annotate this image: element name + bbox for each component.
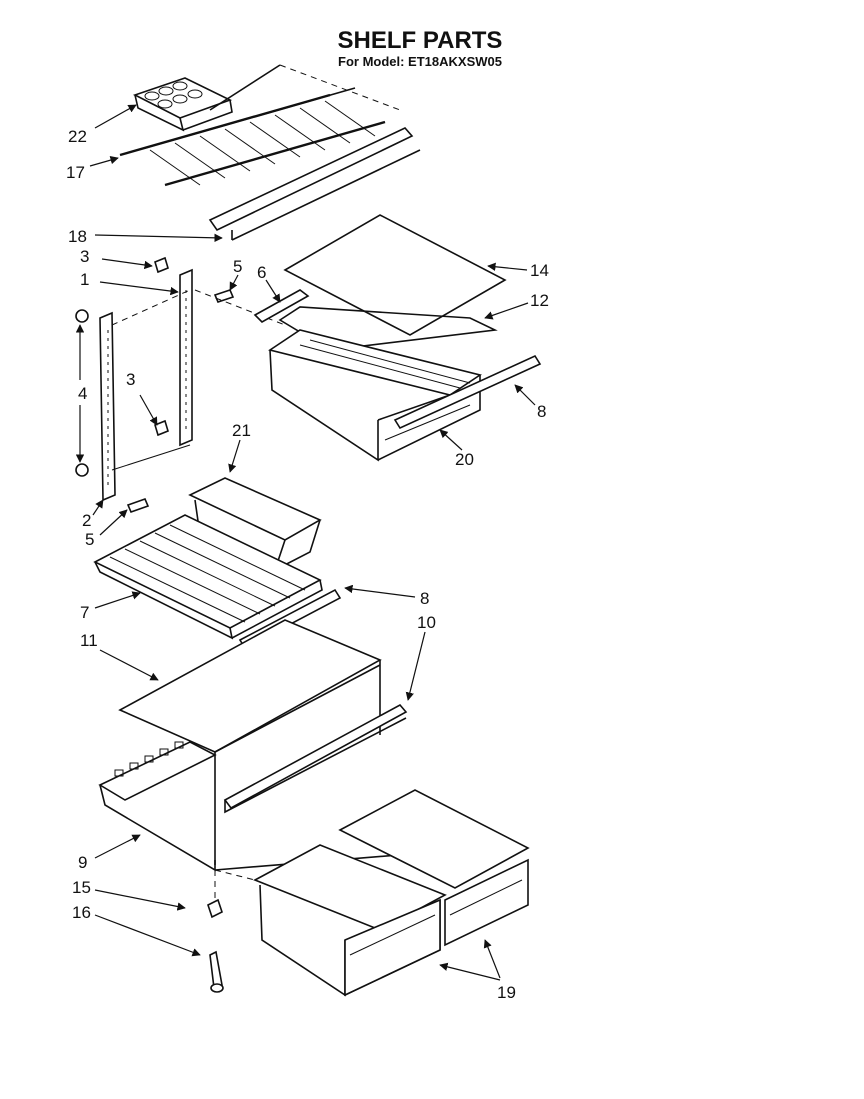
callout-5-top: 5 <box>233 257 242 276</box>
part-middle-shelf <box>93 477 342 650</box>
callout-8-top: 8 <box>537 402 546 421</box>
callout-7: 7 <box>80 603 89 622</box>
callout-2: 2 <box>82 511 91 530</box>
page-title: SHELF PARTS <box>338 27 503 54</box>
part-shelf-ladder-rails <box>75 256 286 514</box>
callout-5-bottom: 5 <box>85 530 94 549</box>
callout-20: 20 <box>455 450 474 469</box>
callout-8-mid: 8 <box>420 589 429 608</box>
callout-3-mid: 3 <box>126 370 135 389</box>
callout-6: 6 <box>257 263 266 282</box>
callout-22: 22 <box>68 127 87 146</box>
callout-labels: 22 17 18 3 1 5 6 14 12 4 3 8 20 21 2 5 7… <box>66 127 549 1002</box>
part-deli-drawer-assembly <box>253 214 542 462</box>
callout-17: 17 <box>66 163 85 182</box>
callout-19: 19 <box>497 983 516 1002</box>
callout-4: 4 <box>78 384 87 403</box>
leader-lines <box>75 104 536 981</box>
callout-14: 14 <box>530 261 549 280</box>
part-wire-shelf-top <box>119 64 421 241</box>
callout-10: 10 <box>417 613 436 632</box>
callout-21: 21 <box>232 421 251 440</box>
callout-9: 9 <box>78 853 87 872</box>
callout-18: 18 <box>68 227 87 246</box>
callout-16: 16 <box>72 903 91 922</box>
callout-3-top: 3 <box>80 247 89 266</box>
part-crisper-frame <box>98 619 530 997</box>
callout-1: 1 <box>80 270 89 289</box>
callout-12: 12 <box>530 291 549 310</box>
callout-15: 15 <box>72 878 91 897</box>
callout-11: 11 <box>80 631 98 650</box>
model-subtitle: For Model: ET18AKXSW05 <box>338 54 502 69</box>
